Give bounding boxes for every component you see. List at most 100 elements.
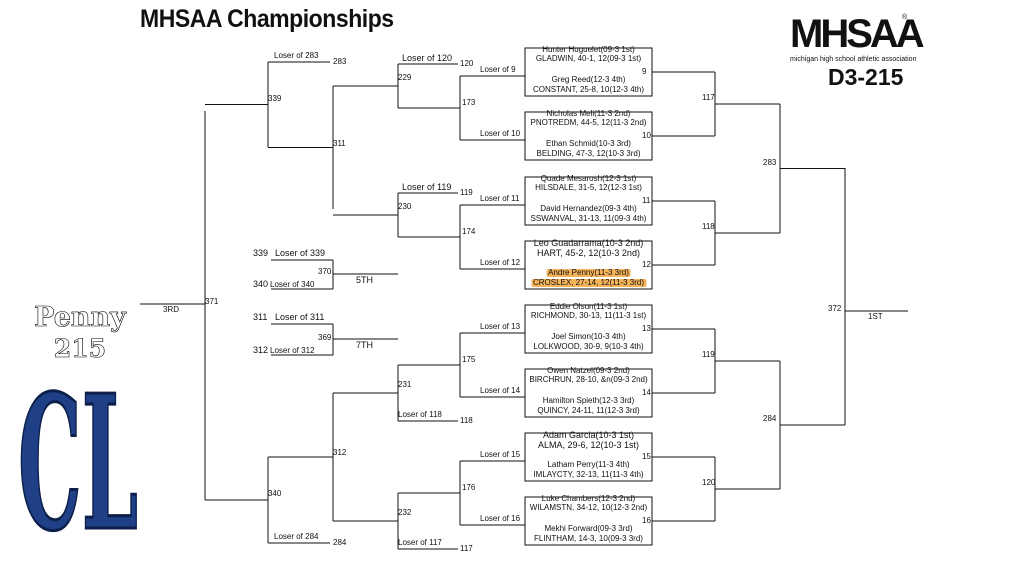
loser-label: Loser of 120 <box>402 53 453 63</box>
match-number: 10 <box>642 131 651 140</box>
wrestler-school: QUINCY, 24-11, 11(12-3 3rd) <box>537 406 640 415</box>
wrestler-name: Owen Natzel(09-3 2nd) <box>547 366 630 375</box>
match-number: 174 <box>462 227 476 236</box>
match-number: 231 <box>398 380 412 389</box>
loser-label: Loser of 339 <box>275 248 326 258</box>
match-number: 340 <box>253 279 269 289</box>
match-number: 11 <box>642 196 651 205</box>
match-number: 339 <box>268 93 282 103</box>
match-number: 16 <box>642 516 651 525</box>
match-number: 372 <box>828 304 842 313</box>
match-number: 284 <box>333 538 347 547</box>
wrestler-name: Eddie Olson(11-3 1st) <box>549 302 628 311</box>
loser-label: Loser of 117 <box>398 538 442 547</box>
match-number: 311 <box>333 138 346 148</box>
seventh-label: 7TH <box>356 340 374 350</box>
wrestler-school: CONSTANT, 25-8, 10(12-3 4th) <box>532 85 645 94</box>
match-number: 371 <box>205 297 219 306</box>
match-number: 117 <box>702 93 715 102</box>
final-label: 1ST <box>868 312 883 321</box>
loser-label: Loser of 14 <box>480 386 521 395</box>
loser-label: Loser of 16 <box>480 514 521 523</box>
match-number: 283 <box>763 157 777 167</box>
page-title: MHSAA Championships <box>140 5 394 33</box>
match-number: 229 <box>398 73 412 82</box>
loser-label: Loser of 12 <box>480 258 521 267</box>
wrestler-school: PNOTREDM, 44-5, 12(11-3 2nd) <box>530 118 647 127</box>
feature-name: Penny <box>34 302 126 334</box>
loser-label: Loser of 312 <box>270 346 315 355</box>
wrestler-name: Adam Garcia(10-3 1st) <box>542 430 635 440</box>
wrestler-school: CROSLEX, 27-14, 12(11-3 3rd) <box>530 278 647 287</box>
wrestler-school: HART, 45-2, 12(10-3 2nd) <box>537 248 640 258</box>
match-number: 9 <box>642 67 647 76</box>
loser-label: Loser of 9 <box>480 65 516 74</box>
wrestler-school: WILAMSTN, 34-12, 10(12-3 2nd) <box>529 503 648 512</box>
weight-class: D3-215 <box>828 64 904 90</box>
wrestler-name: Quade Mesarosh(12-3 1st) <box>540 174 637 183</box>
wrestler-name: Luke Chambers(12-3 2nd) <box>541 494 636 503</box>
match-number: 311 <box>253 312 268 322</box>
match-number: 173 <box>462 98 476 107</box>
third-label: 3RD <box>163 305 180 314</box>
wrestler-name: Leo Guadarrama(10-3 2nd) <box>533 238 644 248</box>
loser-label: Loser of 15 <box>480 450 521 459</box>
match-number: 232 <box>398 508 412 517</box>
match-number: 12 <box>642 260 651 269</box>
loser-label: Loser of 284 <box>274 532 319 541</box>
wrestler-name: Greg Reed(12-3 4th) <box>551 75 626 84</box>
svg-text:CL: CL <box>18 378 138 568</box>
wrestler-school: BELDING, 47-3, 12(10-3 3rd) <box>536 149 641 158</box>
wrestler-school: LOLKWOOD, 30-9, 9(10-3 4th) <box>533 342 644 351</box>
loser-label: Loser of 11 <box>480 194 520 203</box>
match-number: 119 <box>702 350 715 359</box>
match-number: 118 <box>702 222 715 231</box>
match-number: 230 <box>398 202 412 211</box>
match-number: 283 <box>333 57 347 66</box>
wrestler-school: IMLAYCTY, 32-13, 11(11-3 4th) <box>533 470 644 479</box>
registered-mark: ® <box>902 14 908 21</box>
mhsaa-logo: MHSAA <box>790 12 925 56</box>
wrestler-name: David Hernandez(09-3 4th) <box>540 204 637 213</box>
loser-label: Loser of 118 <box>398 410 442 419</box>
wrestler-name: Andre Penny(11-3 3rd) <box>546 268 631 277</box>
match-number: 340 <box>268 489 282 498</box>
match-number: 339 <box>253 248 269 258</box>
wrestler-name: Mekhi Forward(09-3 3rd) <box>544 524 633 533</box>
match-number: 312 <box>333 448 347 457</box>
wrestler-name: Latham Perry(11-3 4th) <box>547 460 630 469</box>
school-logo-icon: CL <box>17 378 140 568</box>
match-number: 120 <box>460 59 474 68</box>
match-number: 117 <box>460 544 473 553</box>
match-number: 13 <box>642 324 651 333</box>
loser-label: Loser of 311 <box>275 312 325 322</box>
wrestler-school: BIRCHRUN, 28-10, &n(09-3 2nd) <box>529 375 648 384</box>
loser-label: Loser of 340 <box>270 280 315 289</box>
wrestler-school: FLINTHAM, 14-3, 10(09-3 3rd) <box>534 534 643 543</box>
loser-label: Loser of 283 <box>274 51 319 60</box>
match-number: 119 <box>460 188 473 197</box>
loser-label: Loser of 13 <box>480 322 521 331</box>
feature-weight: 215 <box>53 334 107 364</box>
wrestler-school: SSWANVAL, 31-13, 11(09-3 4th) <box>530 214 647 223</box>
match-number: 312 <box>253 345 269 355</box>
match-number: 175 <box>462 355 476 364</box>
fifth-label: 5TH <box>356 275 374 285</box>
wrestler-name: Nicholas Meli(11-3 2nd) <box>546 109 631 118</box>
match-number: 15 <box>642 452 651 461</box>
loser-label: Loser of 10 <box>480 129 521 138</box>
match-number: 14 <box>642 388 651 397</box>
mhsaa-logo-subtitle: michigan high school athletic associatio… <box>790 56 917 63</box>
match-number: 120 <box>702 478 716 487</box>
match-number: 284 <box>763 414 777 423</box>
wrestler-name: Joel Simon(10-3 4th) <box>551 332 626 341</box>
wrestler-school: HILSDALE, 31-5, 12(12-3 1st) <box>535 183 642 192</box>
match-number: 118 <box>460 416 473 425</box>
match-number: 369 <box>318 333 332 342</box>
wrestler-name: Hamilton Spieth(12-3 3rd) <box>542 396 635 405</box>
match-number: 176 <box>462 483 476 492</box>
wrestler-school: RICHMOND, 30-13, 11(11-3 1st) <box>530 311 647 320</box>
wrestler-name: Ethan Schmid(10-3 3rd) <box>546 139 631 148</box>
match-number: 370 <box>318 267 332 276</box>
